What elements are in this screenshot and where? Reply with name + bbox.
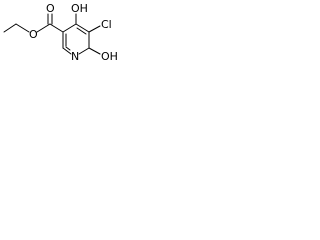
bond-c6-oh	[88, 47, 101, 55]
bond-ring-c4-c5-inner	[76, 27, 87, 35]
chemical-structure-diagram: O O OH Cl N OH	[3, 2, 118, 63]
bond-c5-cl	[88, 25, 101, 33]
atom-label-ring-nitrogen: N	[71, 50, 79, 63]
bond-ring-n-c2-inner	[65, 46, 71, 51]
atom-label-ester-oxygen: O	[29, 28, 38, 41]
bond-ethyl-ch3-ch2	[3, 23, 17, 33]
bond-ring-c3-c4	[62, 23, 77, 33]
bond-ethyl-ch2-o	[15, 23, 30, 33]
atom-label-chloro: Cl	[101, 18, 112, 31]
bond-carbonyl-c-ring	[49, 23, 64, 33]
atom-label-hydroxy-top: OH	[71, 2, 88, 15]
bond-ring-c4-c5	[75, 23, 90, 33]
bond-ring-n-c2	[62, 47, 72, 55]
bond-o-carbonyl-c	[36, 23, 51, 33]
bond-ring-c6-n	[78, 47, 90, 55]
atom-label-carbonyl-oxygen: O	[46, 2, 55, 15]
atom-label-hydroxy-bottom: OH	[101, 50, 118, 63]
